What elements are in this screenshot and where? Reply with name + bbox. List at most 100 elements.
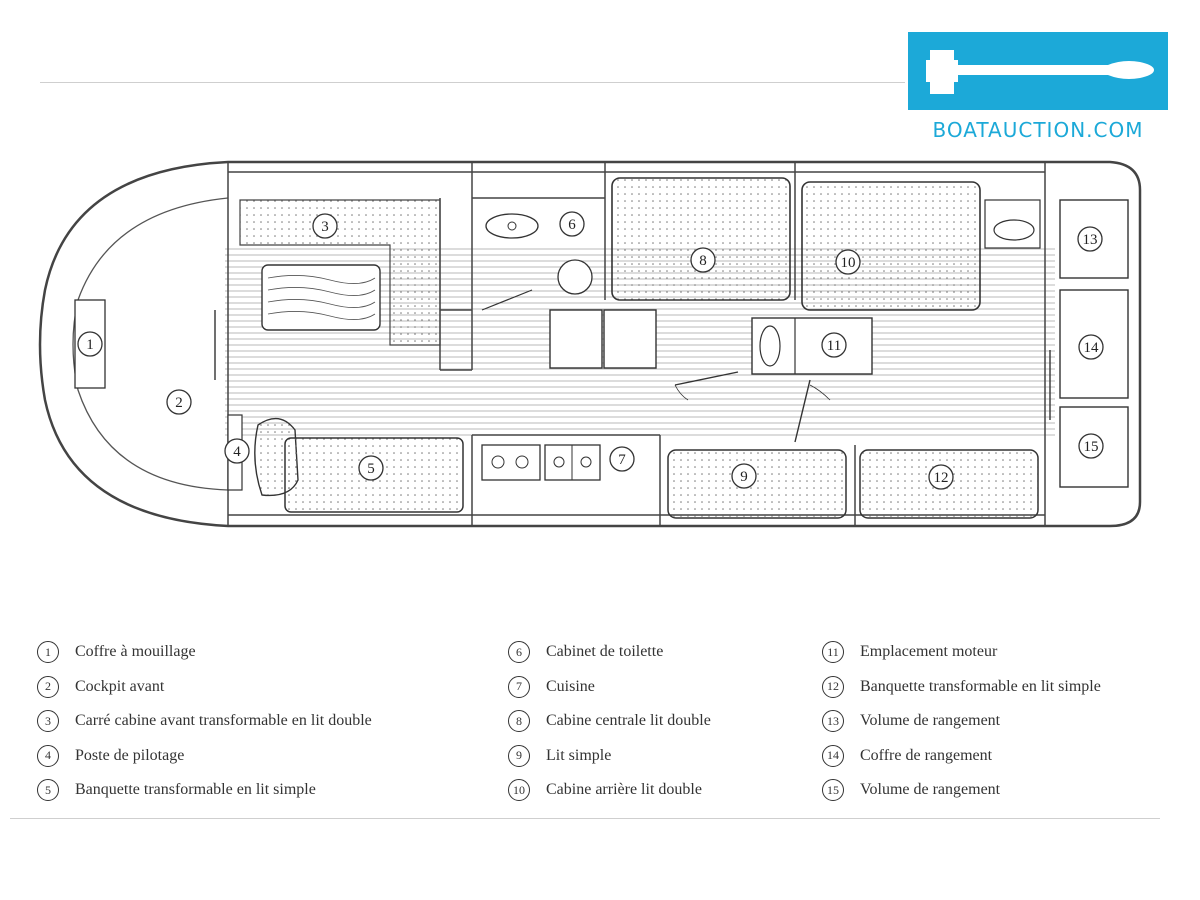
hull-outline [38,160,1142,528]
inner-hull-line [72,197,229,491]
zone-marker-11: 11 [821,332,847,358]
zone-marker-label: 7 [618,452,626,468]
zone-marker-circle [312,213,338,239]
legend-number: 4 [37,744,59,767]
zone-3-seat [239,199,441,346]
zone-marker-4: 4 [224,438,250,464]
legend-number: 15 [822,779,844,802]
zone-marker-circle [821,332,847,358]
zone-marker-13: 13 [1077,226,1103,252]
legend-number: 14 [822,744,844,767]
zone-marker-8: 8 [690,247,716,273]
zone-marker-label: 6 [568,217,576,233]
legend-item: 11 Emplacement moteur [822,635,1101,670]
zone-marker-circle [1078,334,1104,360]
gavel-icon [926,50,1154,94]
zone-6-wc [557,259,593,295]
legend-label: Cabine arrière lit double [546,781,702,799]
zone-marker-circle [224,438,250,464]
zone-marker-label: 9 [740,469,748,485]
legend-label: Carré cabine avant transformable en lit … [75,712,372,730]
legend-label: Poste de pilotage [75,746,185,764]
legend-number: 12 [822,675,844,698]
legend-label: Banquette transformable en lit simple [860,677,1101,695]
legend-item: 4 Poste de pilotage [37,739,372,774]
zone-marker-9: 9 [731,463,757,489]
legend-label: Volume de rangement [860,781,1001,799]
legend-column-3: 11 Emplacement moteur 12 Banquette transfo… [822,635,1101,808]
zone-marker-label: 11 [827,338,841,354]
zone-marker-14: 14 [1078,334,1104,360]
legend-number: 8 [508,710,530,733]
zone-marker-3: 3 [312,213,338,239]
zone-marker-circle [1078,433,1104,459]
legend-label: Lit simple [546,746,612,764]
zone-marker-circle [358,455,384,481]
zone-marker-12: 12 [928,464,954,490]
legend-number: 3 [37,710,59,733]
zone-marker-circle [928,464,954,490]
legend-label: Coffre à mouillage [75,643,196,661]
zone-marker-2: 2 [166,389,192,415]
legend-item: 5 Banquette transformable en lit simple [37,773,372,808]
zone-7-stove [481,444,541,481]
zone-marker-15: 15 [1078,433,1104,459]
legend-number: 11 [822,641,844,664]
legend-item: 13 Volume de rangement [822,704,1101,739]
legend-item: 3 Carré cabine avant transformable en lit… [37,704,372,739]
zone-8-bed [611,177,791,301]
zone-3-table [261,264,381,331]
zone-marker-label: 15 [1084,439,1099,455]
legend-label: Cuisine [546,677,595,695]
legend-label: Coffre de rangement [860,746,993,764]
zone-marker-7: 7 [609,446,635,472]
logo-banner [908,32,1168,110]
top-divider [40,82,905,83]
zone-marker-label: 10 [841,255,856,271]
zone-marker-label: 4 [233,444,241,460]
logo-text: BOATAUCTION.COM [932,118,1144,142]
zone-marker-label: 13 [1083,232,1098,248]
zone-marker-6: 6 [559,211,585,237]
zone-marker-circle [609,446,635,472]
zone-marker-label: 12 [934,470,949,486]
zone-marker-circle [77,331,103,357]
zone-marker-label: 14 [1084,340,1100,356]
zone-marker-circle [166,389,192,415]
zone-10-bed [801,181,981,311]
legend-label: Emplacement moteur [860,643,998,661]
zone-marker-circle [835,249,861,275]
legend-number: 2 [37,675,59,698]
zone-marker-circle [1077,226,1103,252]
legend-number: 1 [37,641,59,664]
zone-marker-label: 1 [86,337,94,353]
legend-number: 5 [37,779,59,802]
galley-cupboard-1 [549,309,603,369]
boatauction-logo[interactable]: BOATAUCTION.COM [908,32,1168,152]
zone-marker-label: 3 [321,219,329,235]
legend-number: 10 [508,779,530,802]
legend-item: 15 Volume de rangement [822,773,1101,808]
zone-marker-5: 5 [358,455,384,481]
legend-item: 10 Cabine arrière lit double [508,773,711,808]
legend-number: 13 [822,710,844,733]
legend-item: 1 Coffre à mouillage [37,635,372,670]
legend-item: 12 Banquette transformable en lit simple [822,670,1101,705]
zone-marker-circle [559,211,585,237]
zone-marker-10: 10 [835,249,861,275]
legend-label: Banquette transformable en lit simple [75,781,316,799]
legend-label: Volume de rangement [860,712,1001,730]
zone-marker-1: 1 [77,331,103,357]
legend-label: Cabine centrale lit double [546,712,711,730]
zone-marker-label: 8 [699,253,707,269]
legend-item: 8 Cabine centrale lit double [508,704,711,739]
zone-marker-circle [690,247,716,273]
zone-marker-label: 2 [175,395,183,411]
zone-marker-circle [731,463,757,489]
zone-6-basin [485,213,539,239]
